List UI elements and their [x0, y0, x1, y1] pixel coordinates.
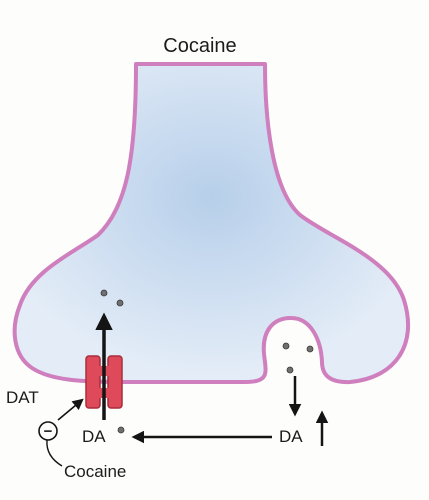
dat-label: DAT [6, 388, 39, 407]
da-label-release: DA [279, 427, 303, 446]
inhibition-arrow [57, 398, 84, 421]
inhibition-sign: − [44, 423, 53, 440]
da-label-uptake: DA [82, 427, 106, 446]
inhibition-circle [38, 421, 58, 441]
cocaine-connector [46, 439, 63, 467]
cocaine-label: Cocaine [64, 462, 126, 481]
title: Cocaine [163, 35, 236, 57]
dopamine-molecules [100, 289, 314, 434]
presynaptic-terminal [12, 62, 410, 385]
